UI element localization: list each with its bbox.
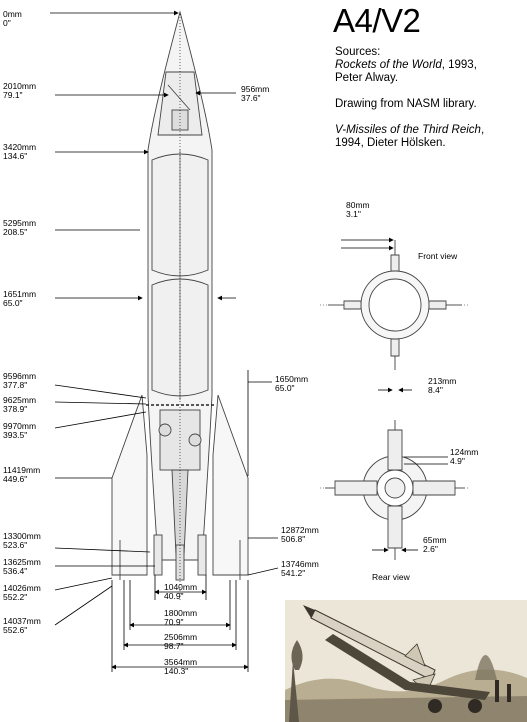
drawing-note: Drawing from NASM library. [335, 98, 477, 110]
front-view [320, 240, 470, 370]
source-2-rest: , [480, 124, 485, 136]
front-view-label: Front view [418, 251, 458, 261]
source-1-title: Rockets of the World [335, 59, 442, 71]
launch-photo [285, 600, 527, 722]
fin-left [111, 394, 148, 576]
warhead-section [157, 71, 203, 136]
source-2-author: 1994, Dieter Hölsken. [335, 137, 446, 149]
rear-view-label: Rear view [372, 572, 411, 582]
fin-right [212, 394, 249, 576]
rear-view [320, 420, 470, 560]
drawing-title: A4/V2 [333, 2, 421, 39]
source-1-author: Peter Alway. [335, 72, 399, 84]
sources-heading: Sources: [335, 46, 381, 58]
rocket-side-view [111, 10, 249, 581]
source-2-title: V-Missiles of the Third Reich [335, 124, 481, 136]
sources-block: Sources: Rockets of the World, 1993, Pet… [335, 46, 525, 163]
source-1-rest: , 1993, [441, 59, 477, 71]
